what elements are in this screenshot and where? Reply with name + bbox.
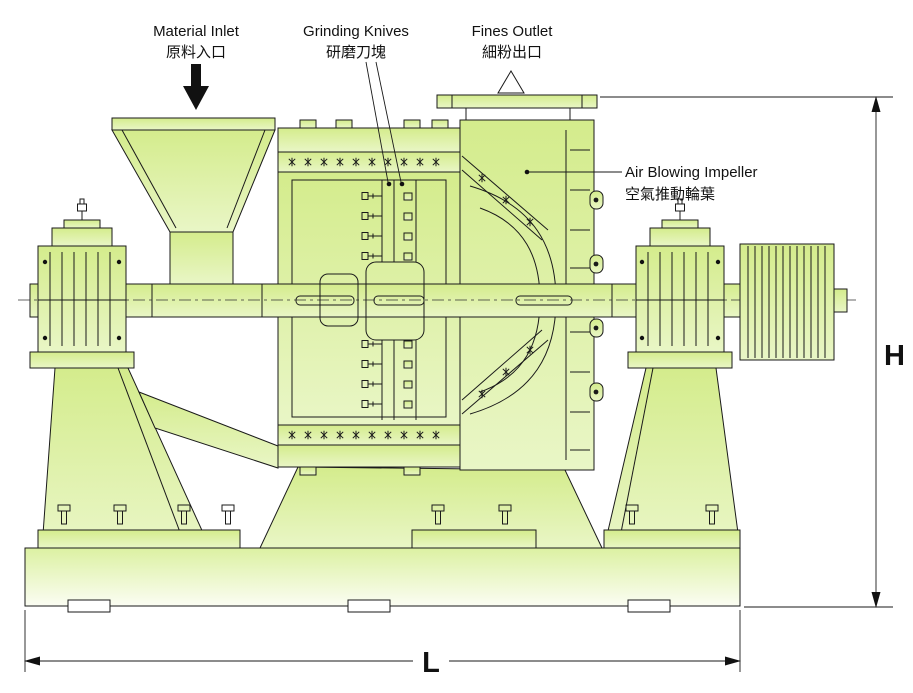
center-support-skirt — [259, 466, 603, 549]
pedestal-brace — [138, 391, 279, 469]
casing-bolt-ear-icon — [589, 318, 604, 338]
length-dimension-label: L — [422, 647, 440, 679]
chamber-bottom-plate — [277, 444, 461, 468]
shaft-end — [833, 288, 848, 313]
base-plate — [24, 547, 741, 613]
height-dimension-label: H — [884, 340, 905, 372]
drive-pulley — [739, 243, 848, 361]
grinding-knives-label-en: Grinding Knives — [303, 23, 409, 40]
anchor-slot — [627, 599, 671, 613]
air-impeller-label-en: Air Blowing Impeller — [625, 164, 758, 181]
left-bearing-pedestal — [37, 367, 279, 549]
bearing-cap — [51, 227, 113, 247]
casing-bolt-ear-icon — [589, 190, 604, 210]
material-inlet-label-en: Material Inlet — [153, 23, 240, 40]
grinding-knives-label-zh: 研磨刀塊 — [326, 44, 386, 61]
left-bearing-block — [29, 198, 135, 369]
arrow-left-icon — [24, 656, 40, 666]
fines-outlet-flange — [436, 94, 598, 109]
anchor-bolt-icon — [221, 504, 235, 525]
right-bearing-pedestal — [603, 367, 741, 549]
dimension-annotations: H L — [24, 96, 905, 679]
bearing-base-flange — [627, 351, 733, 369]
casing-bolt-ear-icon — [589, 254, 604, 274]
outlet-triangle-icon — [497, 70, 525, 94]
callout-labels: Material Inlet 原料入口 Grinding Knives 研磨刀塊… — [153, 23, 757, 203]
bearing-cap — [649, 227, 711, 247]
shaft-seal-housing — [319, 273, 359, 327]
hopper-neck — [169, 231, 234, 285]
grinding-knives-column — [361, 180, 417, 420]
bearing-base-flange — [29, 351, 135, 369]
anchor-slot — [347, 599, 391, 613]
air-impeller-label-zh: 空氣推動輪葉 — [625, 186, 715, 203]
material-inlet-hopper — [111, 117, 276, 285]
anchor-slot — [67, 599, 111, 613]
fines-outlet-label-zh: 細粉出口 — [482, 44, 542, 61]
grease-fitting-icon — [77, 198, 87, 221]
shaft-keyway — [515, 295, 573, 306]
material-inlet-arrow-icon — [183, 64, 209, 110]
grinding-knives-leader-line — [365, 61, 389, 183]
arrow-right-icon — [725, 656, 741, 666]
material-inlet-label-zh: 原料入口 — [166, 44, 226, 61]
chamber-bottom-bolt-flange — [277, 424, 461, 446]
chamber-top-bolt-flange — [277, 151, 461, 173]
grinding-knives-leader-line — [375, 61, 402, 183]
hopper-rim — [111, 117, 276, 131]
arrow-up-icon — [871, 96, 881, 112]
arrow-down-icon — [871, 592, 881, 608]
casing-bolt-ear-icon — [589, 382, 604, 402]
chamber-lid — [277, 127, 461, 153]
rotor-hub — [365, 261, 425, 341]
fines-outlet-label-en: Fines Outlet — [472, 23, 554, 40]
right-bearing-block — [627, 198, 733, 369]
shaft-keyway — [295, 295, 355, 306]
main-shaft — [18, 261, 856, 341]
impeller-housing — [436, 94, 604, 471]
